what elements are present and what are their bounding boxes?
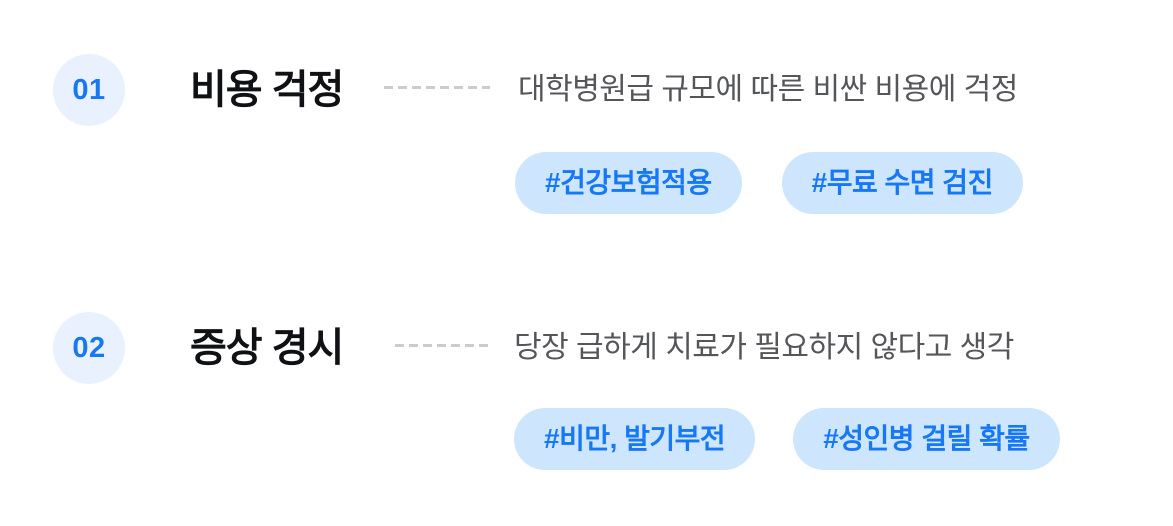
hashtag-pill: #건강보험적용 bbox=[515, 152, 742, 214]
item-number-badge: 02 bbox=[53, 312, 125, 384]
hashtag-pill: #무료 수면 검진 bbox=[781, 152, 1023, 214]
hashtag-group: #비만, 발기부전 #성인병 걸릴 확률 bbox=[514, 408, 1060, 470]
item-number-badge: 01 bbox=[53, 54, 125, 126]
item-title: 비용 걱정 bbox=[190, 68, 344, 112]
dashed-connector-line bbox=[384, 86, 490, 89]
item-description: 당장 급하게 치료가 필요하지 않다고 생각 bbox=[514, 331, 1014, 364]
hashtag-group: #건강보험적용 #무료 수면 검진 bbox=[515, 152, 1023, 214]
item-description: 대학병원급 규모에 따른 비싼 비용에 걱정 bbox=[518, 73, 1018, 106]
hashtag-pill: #성인병 걸릴 확률 bbox=[793, 408, 1060, 470]
hashtag-pill: #비만, 발기부전 bbox=[514, 408, 756, 470]
item-title: 증상 경시 bbox=[190, 326, 344, 370]
dashed-connector-line bbox=[395, 344, 490, 347]
